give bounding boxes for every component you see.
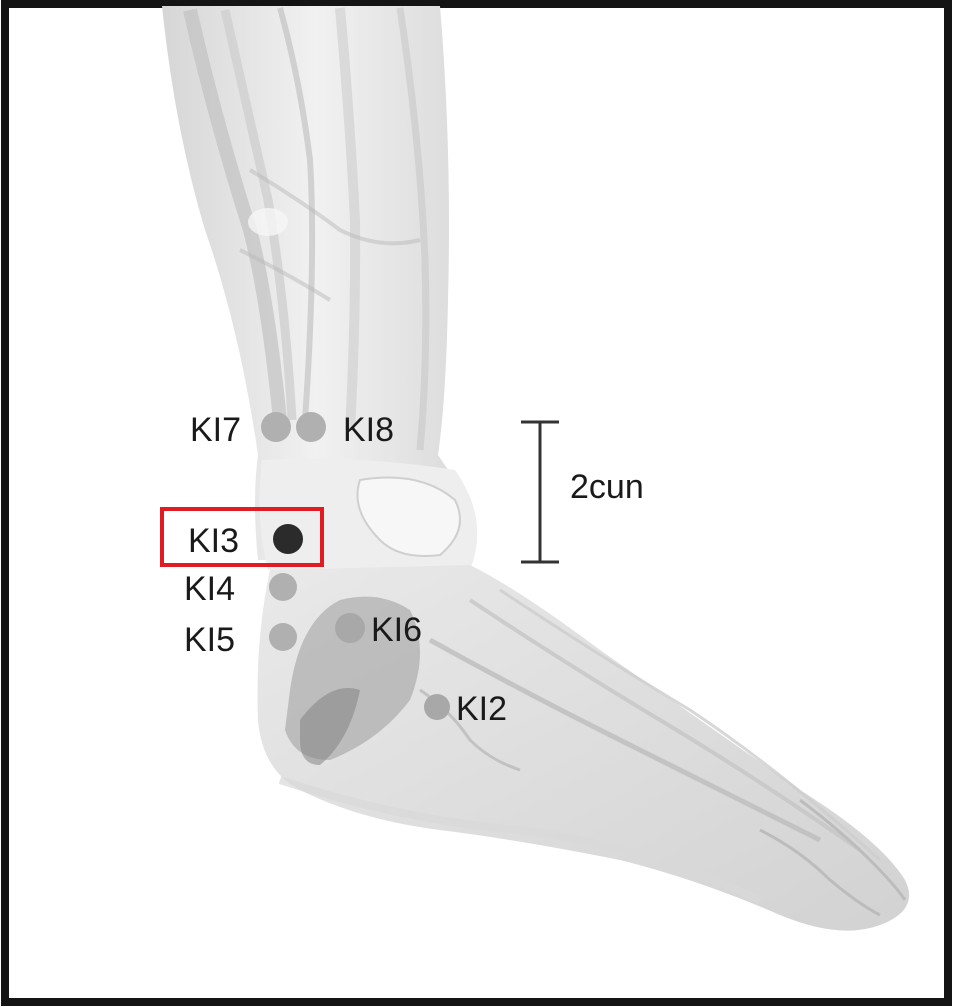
acupoint-ki2-dot (424, 694, 450, 720)
acupoint-ki5-dot (269, 623, 297, 651)
acupoint-ki8-label: KI8 (343, 411, 394, 449)
acupoint-ki6-label: KI6 (371, 611, 422, 649)
acupoint-ki3-dot (273, 524, 303, 554)
acupoint-ki8-dot (296, 412, 326, 442)
acupoint-ki7-dot (261, 412, 291, 442)
acupoint-ki7-label: KI7 (190, 411, 241, 449)
measurement-label: 2cun (570, 468, 644, 506)
acupoint-ki4-label: KI4 (184, 570, 235, 608)
acupoint-ki2-label: KI2 (456, 690, 507, 728)
acupoint-ki4-dot (269, 573, 297, 601)
acupoint-ki6-dot (335, 613, 365, 643)
acupoint-ki3-label: KI3 (188, 522, 239, 560)
acupoint-ki5-label: KI5 (184, 621, 235, 659)
